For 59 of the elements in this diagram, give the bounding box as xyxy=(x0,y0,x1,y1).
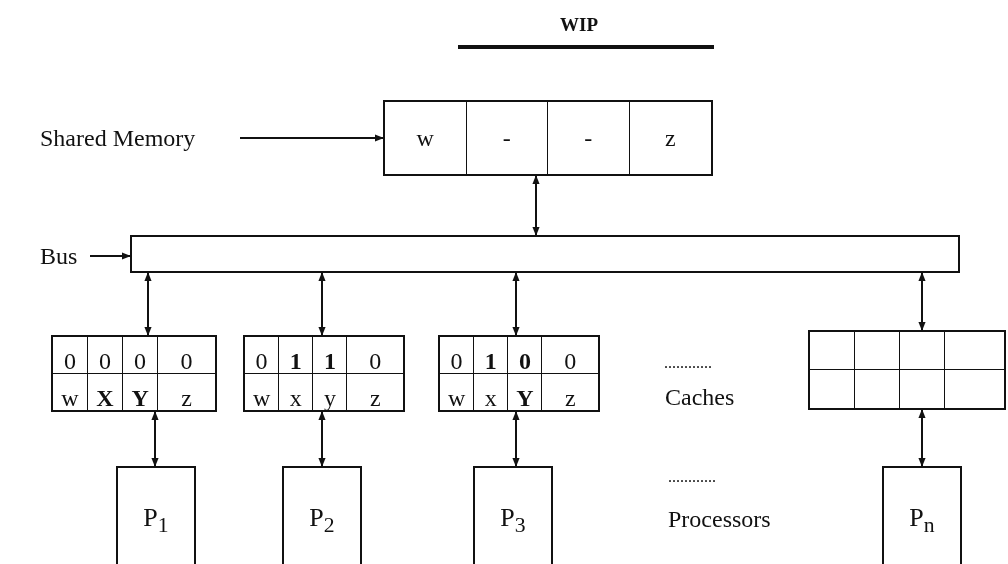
cell-value: z xyxy=(369,386,381,410)
memory-value: - xyxy=(584,126,593,150)
cell-value: z xyxy=(564,386,576,410)
arrow xyxy=(318,272,326,336)
cell-value: 0 xyxy=(99,348,112,373)
cell-value: x xyxy=(289,386,302,410)
cell-value: 0 xyxy=(450,348,463,373)
diagram-title: WIP xyxy=(560,14,598,36)
text-label: Processors xyxy=(668,506,771,533)
cell-value: Y xyxy=(131,386,149,410)
processor-label: P$_{n}$ xyxy=(909,503,935,539)
cache-block xyxy=(243,335,405,412)
processor-label: P$_{3}$ xyxy=(500,503,526,539)
ellipsis-dots: ............ xyxy=(668,468,716,486)
cell-value: X xyxy=(96,386,114,410)
cell-value: 0 xyxy=(369,348,382,373)
arrow xyxy=(532,175,540,236)
cell-value: 0 xyxy=(180,348,193,373)
arrow xyxy=(318,411,326,467)
processor-box xyxy=(116,466,196,564)
arrow xyxy=(239,134,384,142)
cache-block xyxy=(438,335,600,412)
arrow xyxy=(89,252,131,260)
arrow xyxy=(918,409,926,467)
arrow xyxy=(151,411,159,467)
ellipsis-dots: ............ xyxy=(664,354,712,372)
cell-value: Y xyxy=(516,386,534,410)
processor-box xyxy=(282,466,362,564)
processor-label: P$_{2}$ xyxy=(309,503,335,539)
cell-value: 1 xyxy=(484,348,497,373)
cache-block xyxy=(51,335,217,412)
memory-value: w xyxy=(416,126,434,150)
processor-label: P$_{1}$ xyxy=(143,503,169,539)
arrow xyxy=(144,272,152,336)
cell-value: w xyxy=(252,386,271,410)
cell-value: w xyxy=(61,386,79,410)
arrow xyxy=(512,272,520,336)
arrow xyxy=(512,411,520,467)
cell-value: z xyxy=(181,386,192,410)
memory-block xyxy=(383,100,713,176)
cell-value: x xyxy=(484,386,497,410)
node-label: Bus xyxy=(40,240,90,272)
bus-bar xyxy=(130,235,960,273)
processor-box xyxy=(473,466,553,564)
cell-value: 1 xyxy=(323,348,336,373)
cell-value: 1 xyxy=(289,348,302,373)
arrow xyxy=(918,272,926,331)
node-label: Shared Memory xyxy=(40,122,240,154)
cell-value: 0 xyxy=(564,348,577,373)
cell-value: 0 xyxy=(518,348,531,373)
memory-value: - xyxy=(502,126,511,150)
cell-value: 0 xyxy=(255,348,268,373)
cell-value: 0 xyxy=(64,348,76,373)
cell-value: 0 xyxy=(134,348,147,373)
processor-box xyxy=(882,466,962,564)
text-label: Caches xyxy=(665,384,735,411)
cache-block xyxy=(808,330,1006,410)
cell-value: w xyxy=(447,386,466,410)
memory-value: z xyxy=(664,126,676,150)
